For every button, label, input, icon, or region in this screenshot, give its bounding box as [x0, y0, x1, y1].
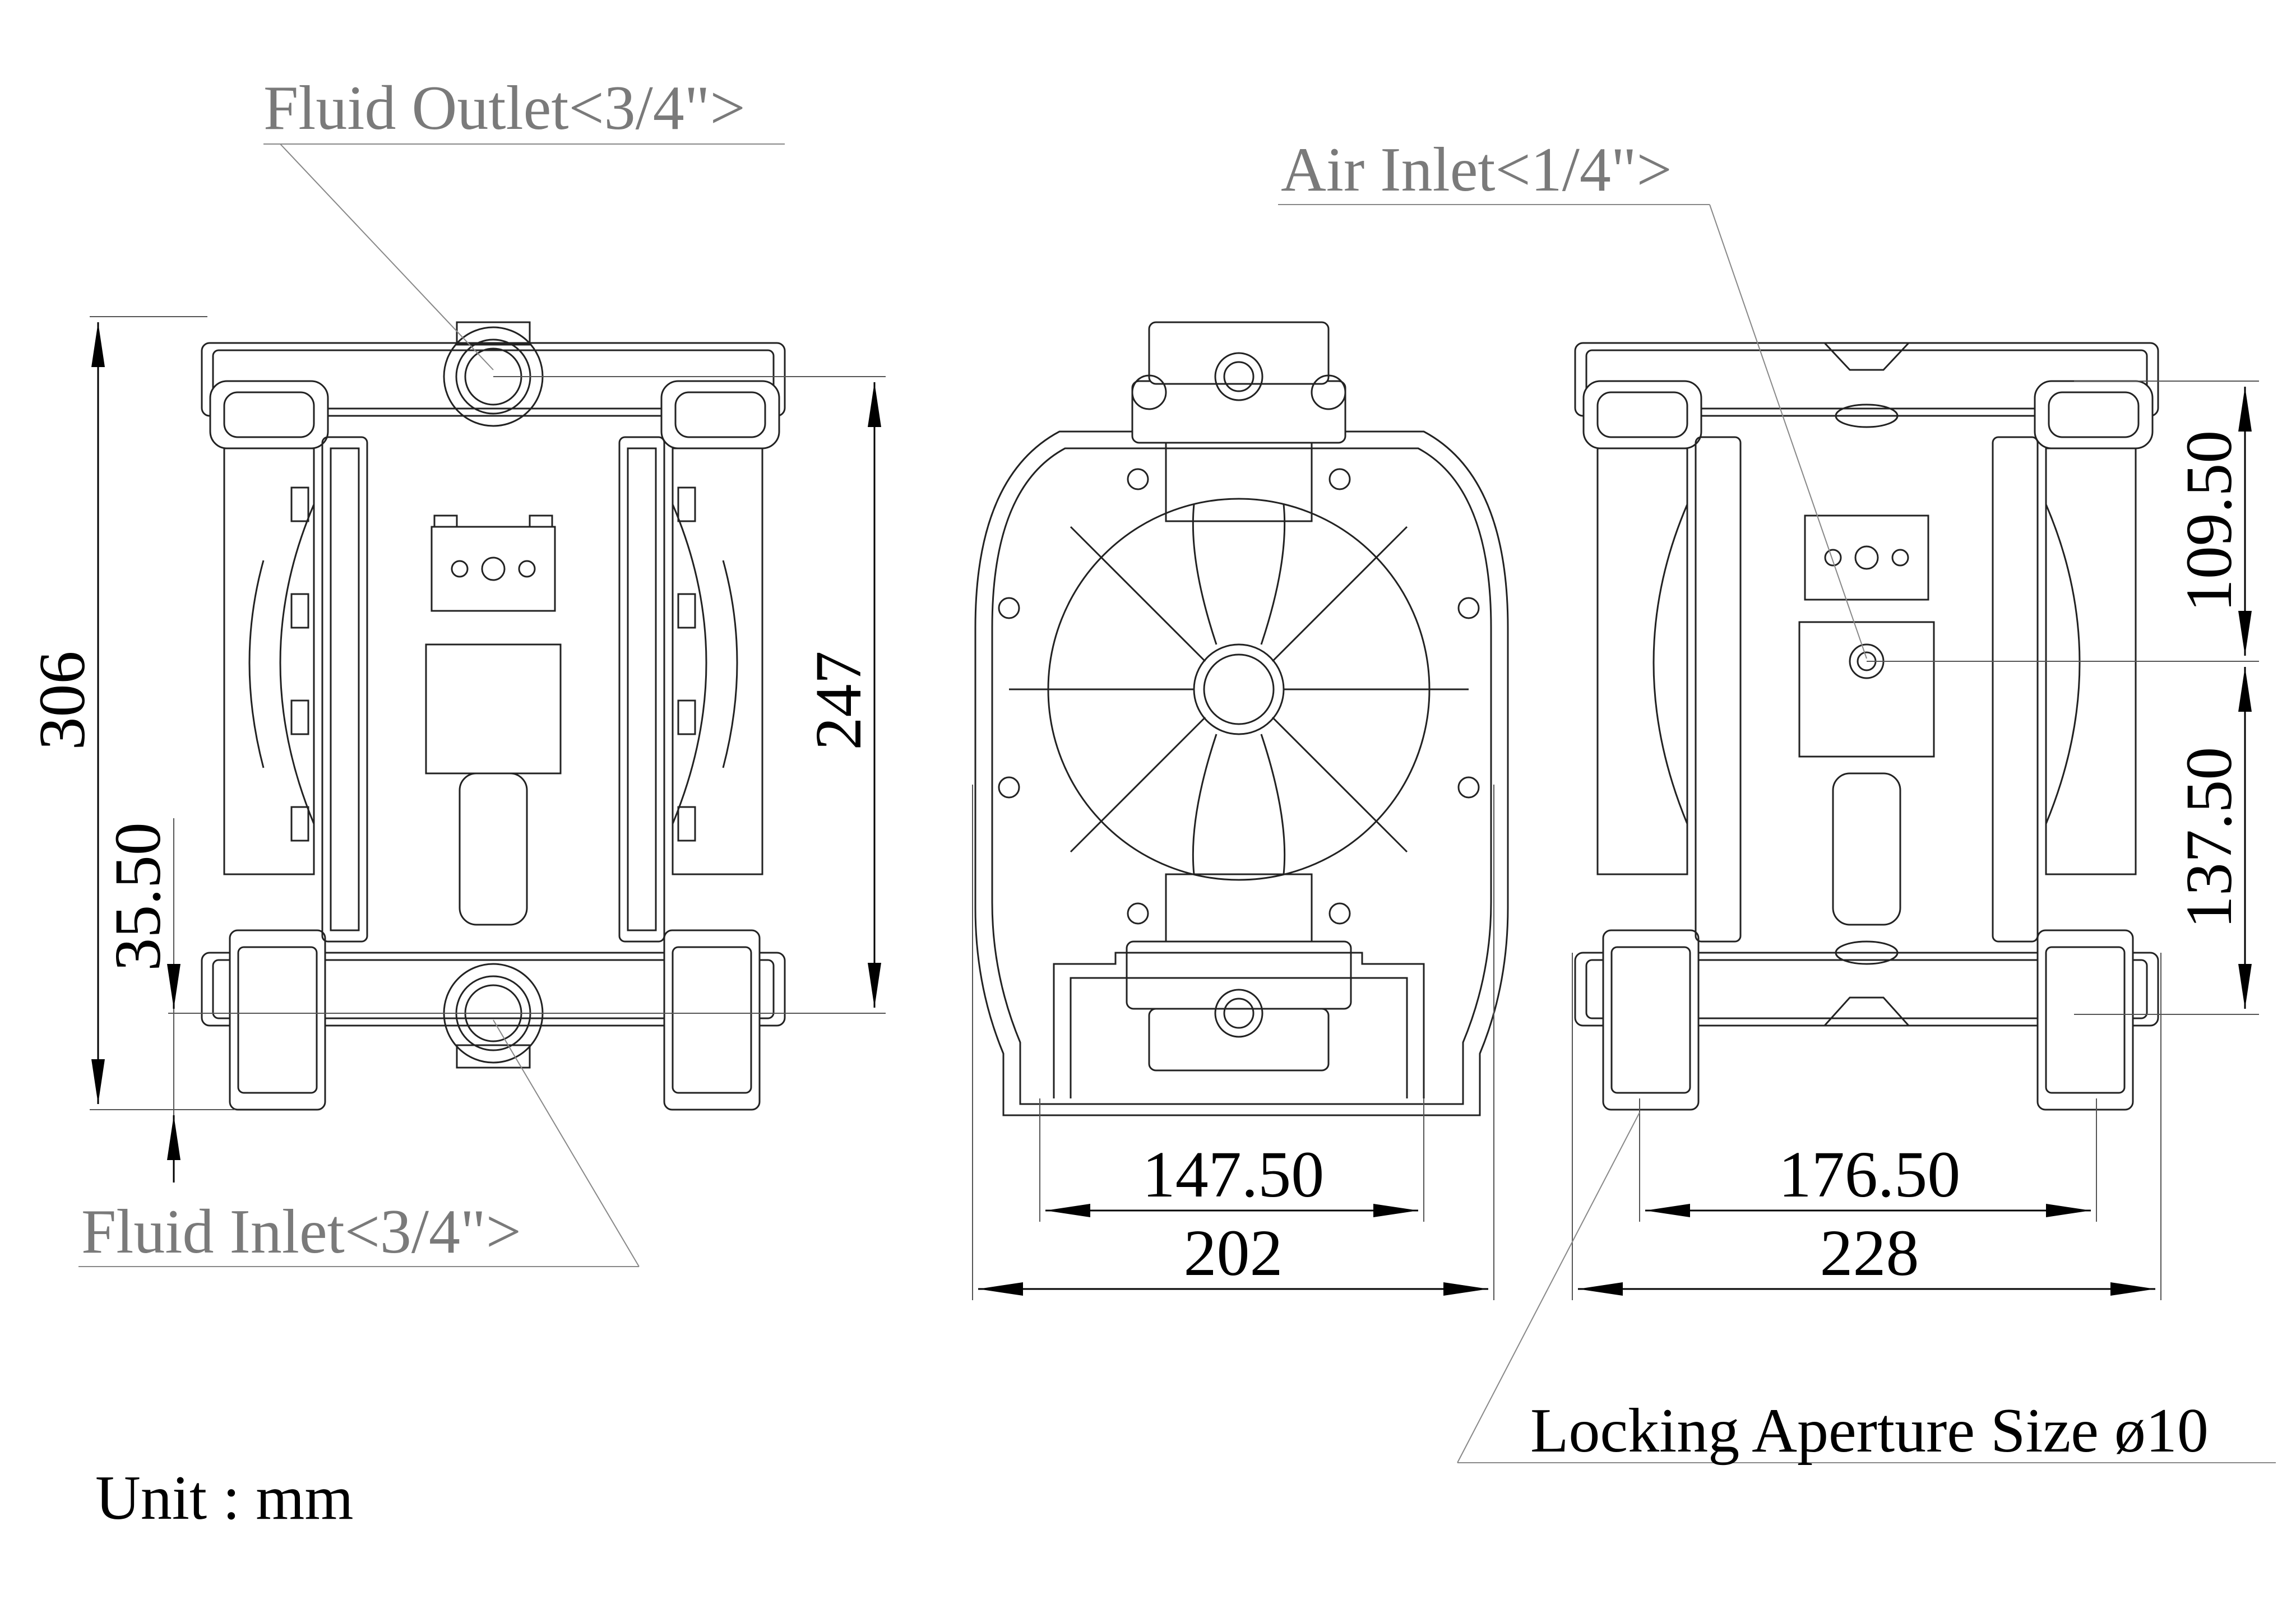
dim-foot-spacing-side: 176.50 — [1779, 1138, 1961, 1211]
right-view-dimensions — [1572, 381, 2259, 1300]
left-view-pump — [201, 321, 786, 1111]
dim-air-to-outlet: 109.50 — [2172, 430, 2246, 613]
left-view-dimensions — [90, 316, 886, 1183]
fluid-inlet-label: Fluid Inlet<3/4"> — [81, 1197, 521, 1267]
notes: Locking Aperture Size ø10 Unit : mm — [95, 1396, 2209, 1533]
dim-air-to-inlet: 137.50 — [2172, 747, 2246, 929]
dim-port-spacing: 247 — [802, 651, 875, 750]
locking-aperture-note: Locking Aperture Size ø10 — [1530, 1396, 2209, 1466]
dim-inlet-height: 35.50 — [101, 822, 174, 971]
middle-view-dimensions — [972, 785, 1494, 1300]
unit-note: Unit : mm — [95, 1463, 353, 1533]
air-inlet-label: Air Inlet<1/4"> — [1281, 135, 1672, 205]
dim-width-front: 202 — [1184, 1216, 1283, 1290]
middle-view-pump — [974, 321, 1509, 1116]
dimension-labels: 306 247 35.50 147.50 202 176.50 228 109.… — [25, 430, 2246, 1290]
dim-total-height: 306 — [25, 651, 99, 750]
dim-foot-spacing-front: 147.50 — [1142, 1138, 1325, 1211]
dim-width-side: 228 — [1820, 1216, 1919, 1290]
fluid-outlet-label: Fluid Outlet<3/4"> — [263, 73, 746, 143]
callout-labels: Fluid Outlet<3/4"> Fluid Inlet<3/4"> Air… — [81, 73, 1672, 1267]
right-view-pump — [1574, 342, 2159, 1111]
callout-leaders — [78, 143, 2276, 1463]
